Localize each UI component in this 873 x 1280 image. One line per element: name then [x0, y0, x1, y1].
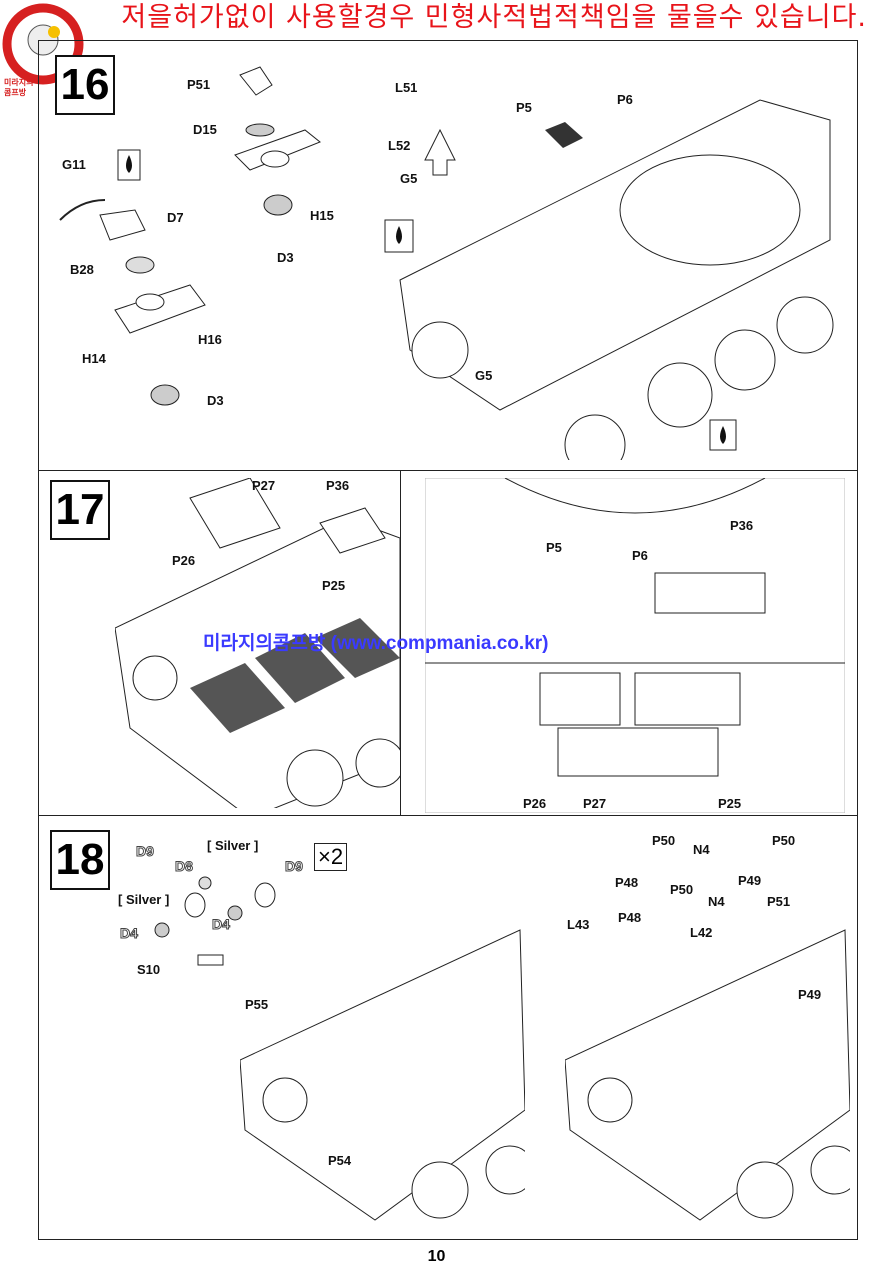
part-label: N4: [693, 842, 710, 857]
step18-tank-drawing-right: [565, 929, 850, 1221]
part-label: P6: [632, 548, 648, 563]
part-label: P50: [670, 882, 694, 897]
divider: [38, 815, 858, 816]
part-label: P5: [516, 100, 532, 115]
part-label: P6: [617, 92, 633, 107]
part-label: P26: [172, 553, 196, 568]
part-label: H15: [310, 208, 334, 223]
part-label: D9: [285, 858, 304, 875]
step18-lights-drawing: [154, 876, 276, 966]
step-number-18: 18: [50, 830, 110, 890]
part-label: P49: [738, 873, 762, 888]
part-label: G5: [475, 368, 493, 383]
divider: [38, 470, 858, 471]
part-label: G11: [62, 157, 86, 172]
part-label: D8: [175, 858, 194, 875]
part-label: P55: [245, 997, 269, 1012]
part-label: L52: [388, 138, 411, 153]
step-number-16: 16: [55, 55, 115, 115]
part-label: P25: [718, 796, 742, 811]
part-label: P50: [652, 833, 676, 848]
part-label: P51: [767, 894, 791, 909]
part-label: P26: [523, 796, 547, 811]
part-label: D3: [207, 393, 224, 408]
part-label: P49: [798, 987, 822, 1002]
part-label: P50: [772, 833, 796, 848]
part-label: D9: [136, 843, 155, 860]
part-label: G5: [400, 171, 418, 186]
copyright-warning: 저을허가없이 사용할경우 민형사적법적책임을 물을수 있습니다.: [121, 2, 867, 33]
part-label: P54: [328, 1153, 352, 1168]
part-label: D7: [167, 210, 184, 225]
part-label: P36: [730, 518, 754, 533]
paint-note: [ Silver ]: [118, 892, 170, 907]
part-label: H14: [82, 351, 106, 366]
part-label: S10: [137, 962, 161, 977]
step16-parts-drawing: [59, 66, 321, 406]
page-number: 10: [427, 1248, 446, 1265]
step16-tank-drawing: [384, 99, 834, 460]
part-label: P27: [252, 478, 276, 493]
part-label: P27: [583, 796, 607, 811]
quantity-multiplier: ×2: [314, 843, 348, 871]
part-label: L43: [567, 917, 590, 932]
part-label: P48: [618, 910, 642, 925]
part-label: B28: [70, 262, 94, 277]
paint-note: [ Silver ]: [207, 838, 259, 853]
part-label: P48: [615, 875, 639, 890]
part-label: P36: [326, 478, 350, 493]
part-label: P25: [322, 578, 346, 593]
part-label: L51: [395, 80, 418, 95]
part-label: D3: [277, 250, 294, 265]
part-label: P5: [546, 540, 562, 555]
step-number-17: 17: [50, 480, 110, 540]
part-label: P51: [187, 77, 211, 92]
site-watermark: 미라지의콤프방 (www.compmania.co.kr): [203, 633, 549, 654]
part-label: L42: [690, 925, 713, 940]
part-label: H16: [198, 332, 222, 347]
part-label: D4: [212, 916, 231, 933]
step18-tank-drawing-left: [240, 929, 525, 1221]
logo-text: 미라지의 콤프방: [4, 78, 34, 97]
divider: [400, 470, 401, 815]
part-label: N4: [708, 894, 725, 909]
part-label: D15: [193, 122, 217, 137]
page-frame: [38, 40, 858, 1240]
step17-tank-drawing: [115, 478, 400, 808]
part-label: D4: [120, 925, 139, 942]
step17-rear-view-drawing: [425, 478, 845, 813]
